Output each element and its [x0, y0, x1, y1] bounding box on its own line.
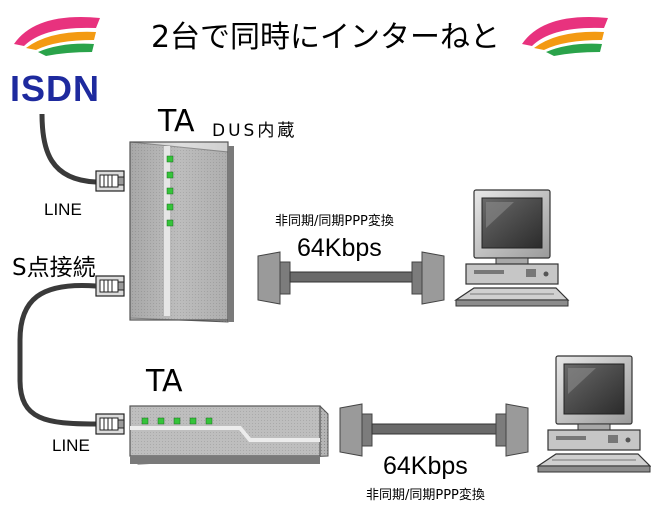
isdn-label: ISDN	[10, 68, 101, 109]
ta-device	[129, 405, 329, 465]
status-led-icon	[141, 417, 213, 425]
serial-cable-bottom	[371, 423, 499, 435]
protocol-label-top: 非同期/同期PPP変換	[275, 214, 394, 229]
line-label-top: LINE	[44, 200, 82, 219]
ta-top-sublabel: DUS内蔵	[212, 121, 298, 141]
isdn-line-cable	[39, 113, 97, 185]
speed-label-bottom: 64Kbps	[383, 452, 468, 480]
s-point-label: S点接続	[12, 255, 96, 281]
speed-label-top: 64Kbps	[297, 234, 382, 262]
serial-connector-icon	[495, 403, 529, 457]
ta-bottom-label: TA	[146, 364, 183, 399]
status-led-icon	[166, 155, 174, 227]
s-point-cable	[17, 282, 97, 427]
ta-top-label: TA	[158, 104, 195, 139]
protocol-label-bottom: 非同期/同期PPP変換	[366, 488, 485, 503]
serial-connector-icon	[411, 251, 445, 305]
desktop-computer-icon	[537, 355, 651, 473]
rj45-connector-icon	[95, 275, 125, 297]
serial-connector-icon	[339, 403, 373, 457]
rj45-connector-icon	[95, 170, 125, 192]
rj45-connector-icon	[95, 413, 125, 435]
serial-cable-top	[289, 271, 413, 283]
ta-dsu-device	[129, 141, 234, 323]
line-label-bottom: LINE	[52, 436, 90, 455]
desktop-computer-icon	[455, 189, 569, 307]
diagram-title: 2台で同時にインターねと	[150, 20, 501, 55]
serial-connector-icon	[257, 251, 291, 305]
